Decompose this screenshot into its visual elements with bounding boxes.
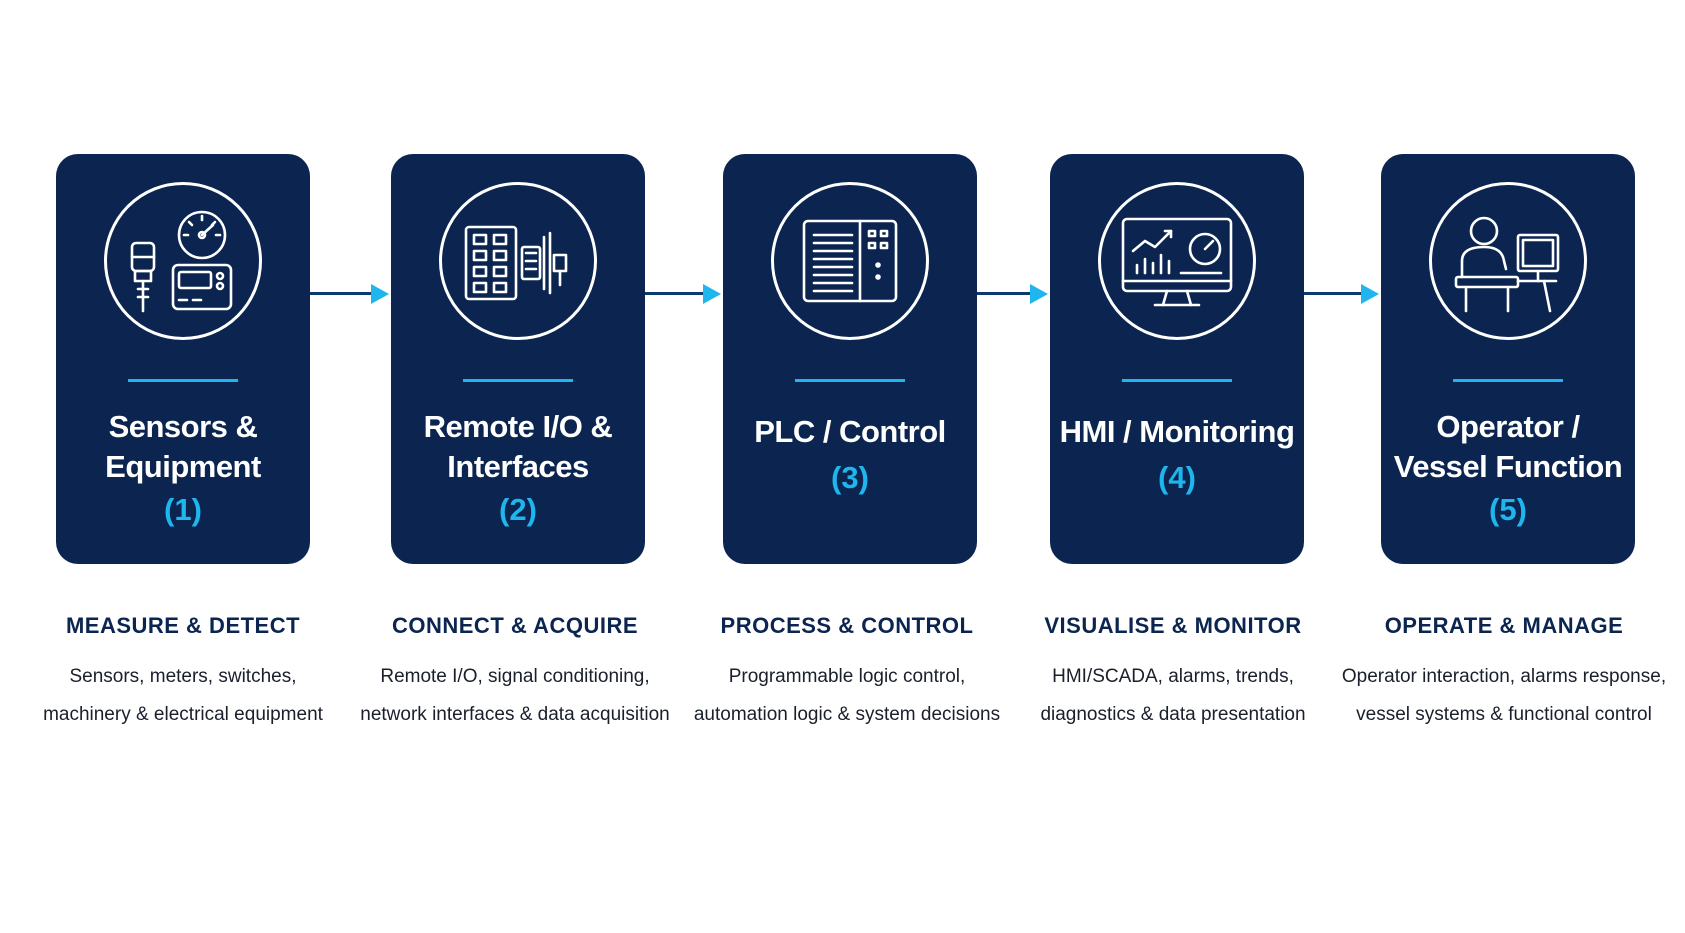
step-title-line: HMI / Monitoring <box>1059 414 1295 449</box>
step-title: Remote I/O & Interfaces <box>399 407 637 487</box>
caption-description-line: Sensors, meters, switches, <box>69 666 297 687</box>
step-title: Sensors & Equipment <box>64 407 302 487</box>
monitor-dashboard-icon <box>1098 182 1256 340</box>
caption-description: Operator interaction, alarms response, ve… <box>1339 658 1669 734</box>
step-title: HMI / Monitoring <box>1058 412 1296 452</box>
caption-heading: VISUALISE & MONITOR <box>1044 613 1302 638</box>
flow-arrow <box>977 284 1048 304</box>
caption-heading: OPERATE & MANAGE <box>1384 613 1624 638</box>
accent-divider <box>128 379 238 382</box>
flow-arrow <box>1304 284 1379 304</box>
accent-divider <box>1122 379 1232 382</box>
step-card-3: PLC / Control (3) <box>723 154 977 564</box>
step-caption-2: CONNECT & ACQUIRE Remote I/O, signal cond… <box>350 612 680 734</box>
caption-description-line: Operator interaction, alarms response, <box>1341 666 1667 687</box>
caption-heading: PROCESS & CONTROL <box>720 613 974 638</box>
step-card-5: Operator / Vessel Function (5) <box>1381 154 1635 564</box>
step-number: (1) <box>164 492 202 527</box>
step-title-line: Vessel Function <box>1393 449 1623 484</box>
step-caption-1: MEASURE & DETECT Sensors, meters, switche… <box>18 612 348 734</box>
step-title: PLC / Control <box>731 412 969 452</box>
step-card-2: Remote I/O & Interfaces (2) <box>391 154 645 564</box>
caption-description: HMI/SCADA, alarms, trends, diagnostics & … <box>1008 658 1338 734</box>
step-caption-3: PROCESS & CONTROL Programmable logic cont… <box>682 612 1012 734</box>
flow-arrow <box>645 284 721 304</box>
accent-divider <box>1453 379 1563 382</box>
caption-description: Sensors, meters, switches, machinery & el… <box>18 658 348 734</box>
accent-divider <box>795 379 905 382</box>
operator-workstation-icon <box>1429 182 1587 340</box>
accent-divider <box>463 379 573 382</box>
step-title-line: PLC / Control <box>754 414 946 449</box>
step-title-line: Interfaces <box>447 449 589 484</box>
caption-description-line: vessel systems & functional control <box>1356 704 1652 725</box>
caption-description-line: automation logic & system decisions <box>693 704 1001 725</box>
step-title-line: Sensors & <box>108 409 258 444</box>
step-number: (2) <box>499 492 537 527</box>
step-title: Operator / Vessel Function <box>1389 407 1627 487</box>
caption-description-line: machinery & electrical equipment <box>43 704 323 725</box>
caption-description: Programmable logic control, automation lo… <box>682 658 1012 734</box>
sensors-gauge-icon <box>104 182 262 340</box>
remote-io-module-icon <box>439 182 597 340</box>
step-title-line: Operator / <box>1436 409 1580 444</box>
step-card-1: Sensors & Equipment (1) <box>56 154 310 564</box>
caption-description: Remote I/O, signal conditioning, network … <box>350 658 680 734</box>
step-title-line: Equipment <box>105 449 261 484</box>
caption-heading: MEASURE & DETECT <box>65 613 301 638</box>
step-caption-4: VISUALISE & MONITOR HMI/SCADA, alarms, tr… <box>1008 612 1338 734</box>
caption-heading: CONNECT & ACQUIRE <box>391 613 639 638</box>
caption-description-line: diagnostics & data presentation <box>1040 704 1306 725</box>
caption-description-line: network interfaces & data acquisition <box>360 704 670 725</box>
step-title-line: Remote I/O & <box>423 409 613 444</box>
caption-description-line: Programmable logic control, <box>728 666 966 687</box>
step-number: (3) <box>831 460 869 495</box>
caption-description-line: Remote I/O, signal conditioning, <box>380 666 650 687</box>
step-number: (5) <box>1489 492 1527 527</box>
step-card-4: HMI / Monitoring (4) <box>1050 154 1304 564</box>
flow-arrow <box>310 284 389 304</box>
plc-controller-icon <box>771 182 929 340</box>
caption-description-line: HMI/SCADA, alarms, trends, <box>1052 666 1294 687</box>
step-number: (4) <box>1158 460 1196 495</box>
step-caption-5: OPERATE & MANAGE Operator interaction, al… <box>1339 612 1669 734</box>
